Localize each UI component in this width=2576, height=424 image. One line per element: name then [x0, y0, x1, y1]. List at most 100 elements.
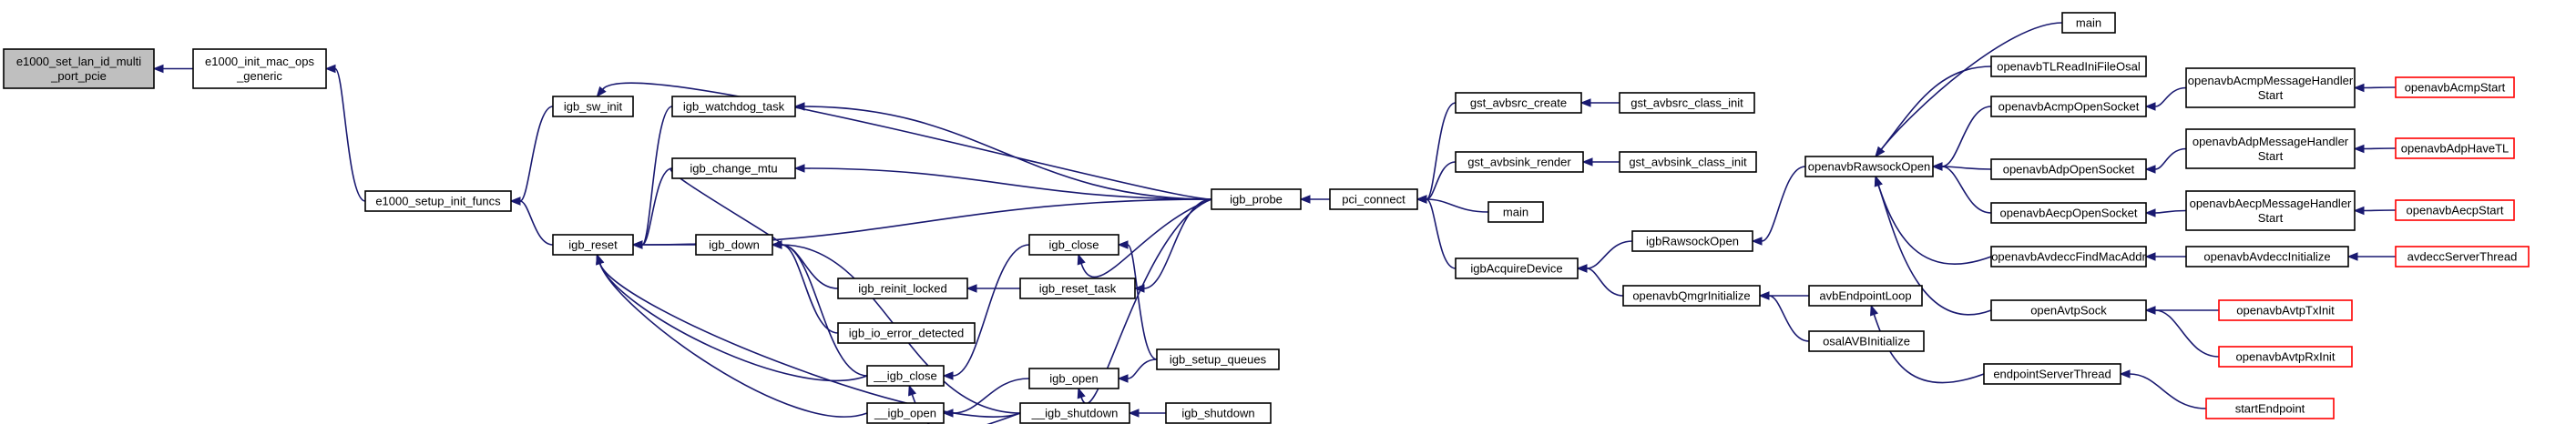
arrow-head-icon: [1077, 253, 1086, 266]
function-node-gst-avbsrc-class-init[interactable]: gst_avbsrc_class_init: [1619, 92, 1755, 114]
node-box: [2395, 246, 2530, 268]
function-node-osalavbinitialize[interactable]: osalAVBInitialize: [1808, 330, 1925, 352]
arrow-head-icon: [1299, 195, 1311, 204]
call-edge: [2154, 147, 2187, 170]
node-label: igb_shutdown: [1181, 407, 1254, 420]
node-box: [1990, 158, 2147, 180]
node-box: [1619, 92, 1755, 114]
function-node-igb-watchdog-task[interactable]: igb_watchdog_task: [671, 96, 796, 117]
function-node-gst-avbsink-render[interactable]: gst_avbsink_render: [1455, 151, 1584, 173]
function-node-igb-sw-init[interactable]: igb_sw_init: [552, 96, 634, 117]
function-node-openavbrawsockopen[interactable]: openavbRawsockOpen: [1804, 156, 1934, 177]
function-node-igb-close[interactable]: __igb_close: [866, 365, 945, 387]
function-node-openavbavdeccinitialize[interactable]: openavbAvdeccInitialize: [2185, 246, 2349, 268]
function-node-e1000-set-lan-id[interactable]: e1000_set_lan_id_multi_port_pcie: [3, 48, 155, 89]
function-node-igb-change-mtu[interactable]: igb_change_mtu: [671, 157, 796, 179]
call-edge: [598, 263, 868, 382]
function-node-igb-reset[interactable]: igb_reset: [552, 234, 634, 256]
node-box: [1804, 156, 1934, 177]
arrow-head-icon: [793, 102, 805, 111]
call-edge: [781, 244, 868, 377]
function-node-igbrawsockopen[interactable]: igbRawsockOpen: [1631, 230, 1753, 252]
node-box: [1156, 348, 1280, 370]
arrow-head-icon: [1117, 240, 1129, 249]
function-node-igb-open[interactable]: __igb_open: [866, 402, 945, 424]
function-node-igb-reinit-locked[interactable]: igb_reinit_locked: [837, 278, 968, 299]
function-node-avdeccserverthread[interactable]: avdeccServerThread: [2395, 246, 2530, 268]
function-node-gst-avbsink-class-init[interactable]: gst_avbsink_class_init: [1619, 151, 1757, 173]
node-label: e1000_setup_init_funcs: [375, 195, 501, 208]
node-box: [2218, 299, 2353, 321]
node-box: [1631, 230, 1753, 252]
arrow-head-icon: [2353, 83, 2365, 93]
function-node-igb-close[interactable]: igb_close: [1028, 234, 1119, 256]
function-node-igb-setup-queues[interactable]: igb_setup_queues: [1156, 348, 1280, 370]
function-node-igb-probe[interactable]: igb_probe: [1211, 188, 1302, 210]
function-node-openavbavtprxinit[interactable]: openavbAvtpRxInit: [2218, 346, 2353, 368]
function-node-igb-down[interactable]: igb_down: [695, 234, 773, 256]
function-node-openavtpsock[interactable]: openAvtpSock: [1990, 299, 2147, 321]
function-node-openavbacmpopensocket[interactable]: openavbAcmpOpenSocket: [1990, 96, 2147, 117]
node-box: [1983, 363, 2121, 385]
node-box: [1455, 92, 1582, 114]
function-node-openavbaecpopensocket[interactable]: openavbAecpOpenSocket: [1990, 202, 2147, 224]
function-node-gst-avbsrc-create[interactable]: gst_avbsrc_create: [1455, 92, 1582, 114]
node-label: openavbAcmpMessageHandler: [2188, 74, 2354, 87]
node-box: [1455, 257, 1579, 279]
node-label: igb_setup_queues: [1170, 353, 1267, 367]
call-edge: [1080, 198, 1212, 278]
function-node-openavbadpopensocket[interactable]: openavbAdpOpenSocket: [1990, 158, 2147, 180]
function-node-igb-reset-task[interactable]: igb_reset_task: [1019, 278, 1136, 299]
function-node-openavbtlreadinifileosal[interactable]: openavbTLReadIniFileOsal: [1990, 56, 2147, 77]
function-node-igb-io-error-detected[interactable]: igb_io_error_detected: [837, 322, 976, 344]
function-node-e1000-init-mac-ops[interactable]: e1000_init_mac_ops_generic: [192, 48, 327, 89]
function-node-avbendpointloop[interactable]: avbEndpointLoop: [1808, 285, 1923, 307]
function-node-igb-shutdown[interactable]: __igb_shutdown: [1019, 402, 1130, 424]
function-node-igb-shutdown[interactable]: igb_shutdown: [1165, 402, 1272, 424]
node-label: gst_avbsink_class_init: [1629, 156, 1747, 169]
node-box: [3, 48, 155, 89]
node-label: openavbRawsockOpen: [1808, 160, 1930, 174]
arrow-head-icon: [966, 284, 977, 293]
node-label: osalAVBInitialize: [1823, 335, 1910, 348]
function-node-openavbaecpstart[interactable]: openavbAecpStart: [2395, 199, 2515, 221]
call-edge: [1586, 268, 1624, 297]
node-label: openavbAecpOpenSocket: [1999, 207, 2137, 220]
node-label: igb_io_error_detected: [849, 327, 964, 340]
function-node-e1000-setup-init-funcs[interactable]: e1000_setup_init_funcs: [364, 190, 512, 212]
function-node-openavbqmgrinitialize[interactable]: openavbQmgrInitialize: [1622, 285, 1761, 307]
node-label: openAvtpSock: [2030, 304, 2107, 318]
call-edge: [670, 167, 782, 246]
node-box: [1808, 330, 1925, 352]
node-box: [1622, 285, 1761, 307]
node-label: openavbAcmpOpenSocket: [1998, 100, 2140, 114]
node-label: igb_sw_init: [564, 100, 623, 114]
node-box: [1990, 96, 2147, 117]
arrow-head-icon: [908, 384, 917, 397]
function-node-igbacquiredevice[interactable]: igbAcquireDevice: [1455, 257, 1579, 279]
arrow-head-icon: [596, 253, 605, 266]
node-label: igb_down: [709, 238, 760, 252]
arrow-head-icon: [2144, 252, 2156, 261]
function-node-pci-connect[interactable]: pci_connect: [1329, 188, 1418, 210]
function-node-openavbavdeccfindmacaddr[interactable]: openavbAvdeccFindMacAddr: [1990, 246, 2147, 268]
node-label: igb_reset: [568, 238, 618, 252]
function-node-igb-open[interactable]: igb_open: [1028, 368, 1119, 389]
node-label: igb_watchdog_task: [683, 100, 785, 114]
function-node-openavbavtptxinit[interactable]: openavbAvtpTxInit: [2218, 299, 2353, 321]
call-edge: [803, 167, 1212, 200]
function-node-startendpoint[interactable]: startEndpoint: [2205, 398, 2335, 419]
node-label: igb_reset_task: [1039, 282, 1117, 296]
node-box: [866, 402, 945, 424]
node-box: [2205, 398, 2335, 419]
node-box: [2185, 67, 2356, 108]
function-node-endpointserverthread[interactable]: endpointServerThread: [1983, 363, 2121, 385]
arrow-head-icon: [2119, 369, 2131, 379]
function-node-openavbadphavetl[interactable]: openavbAdpHaveTL: [2395, 137, 2515, 159]
function-node-main-b[interactable]: main: [2061, 12, 2116, 34]
function-node-main-a[interactable]: main: [1487, 201, 1544, 223]
function-node-openavbacmpstart[interactable]: openavbAcmpStart: [2395, 76, 2515, 98]
